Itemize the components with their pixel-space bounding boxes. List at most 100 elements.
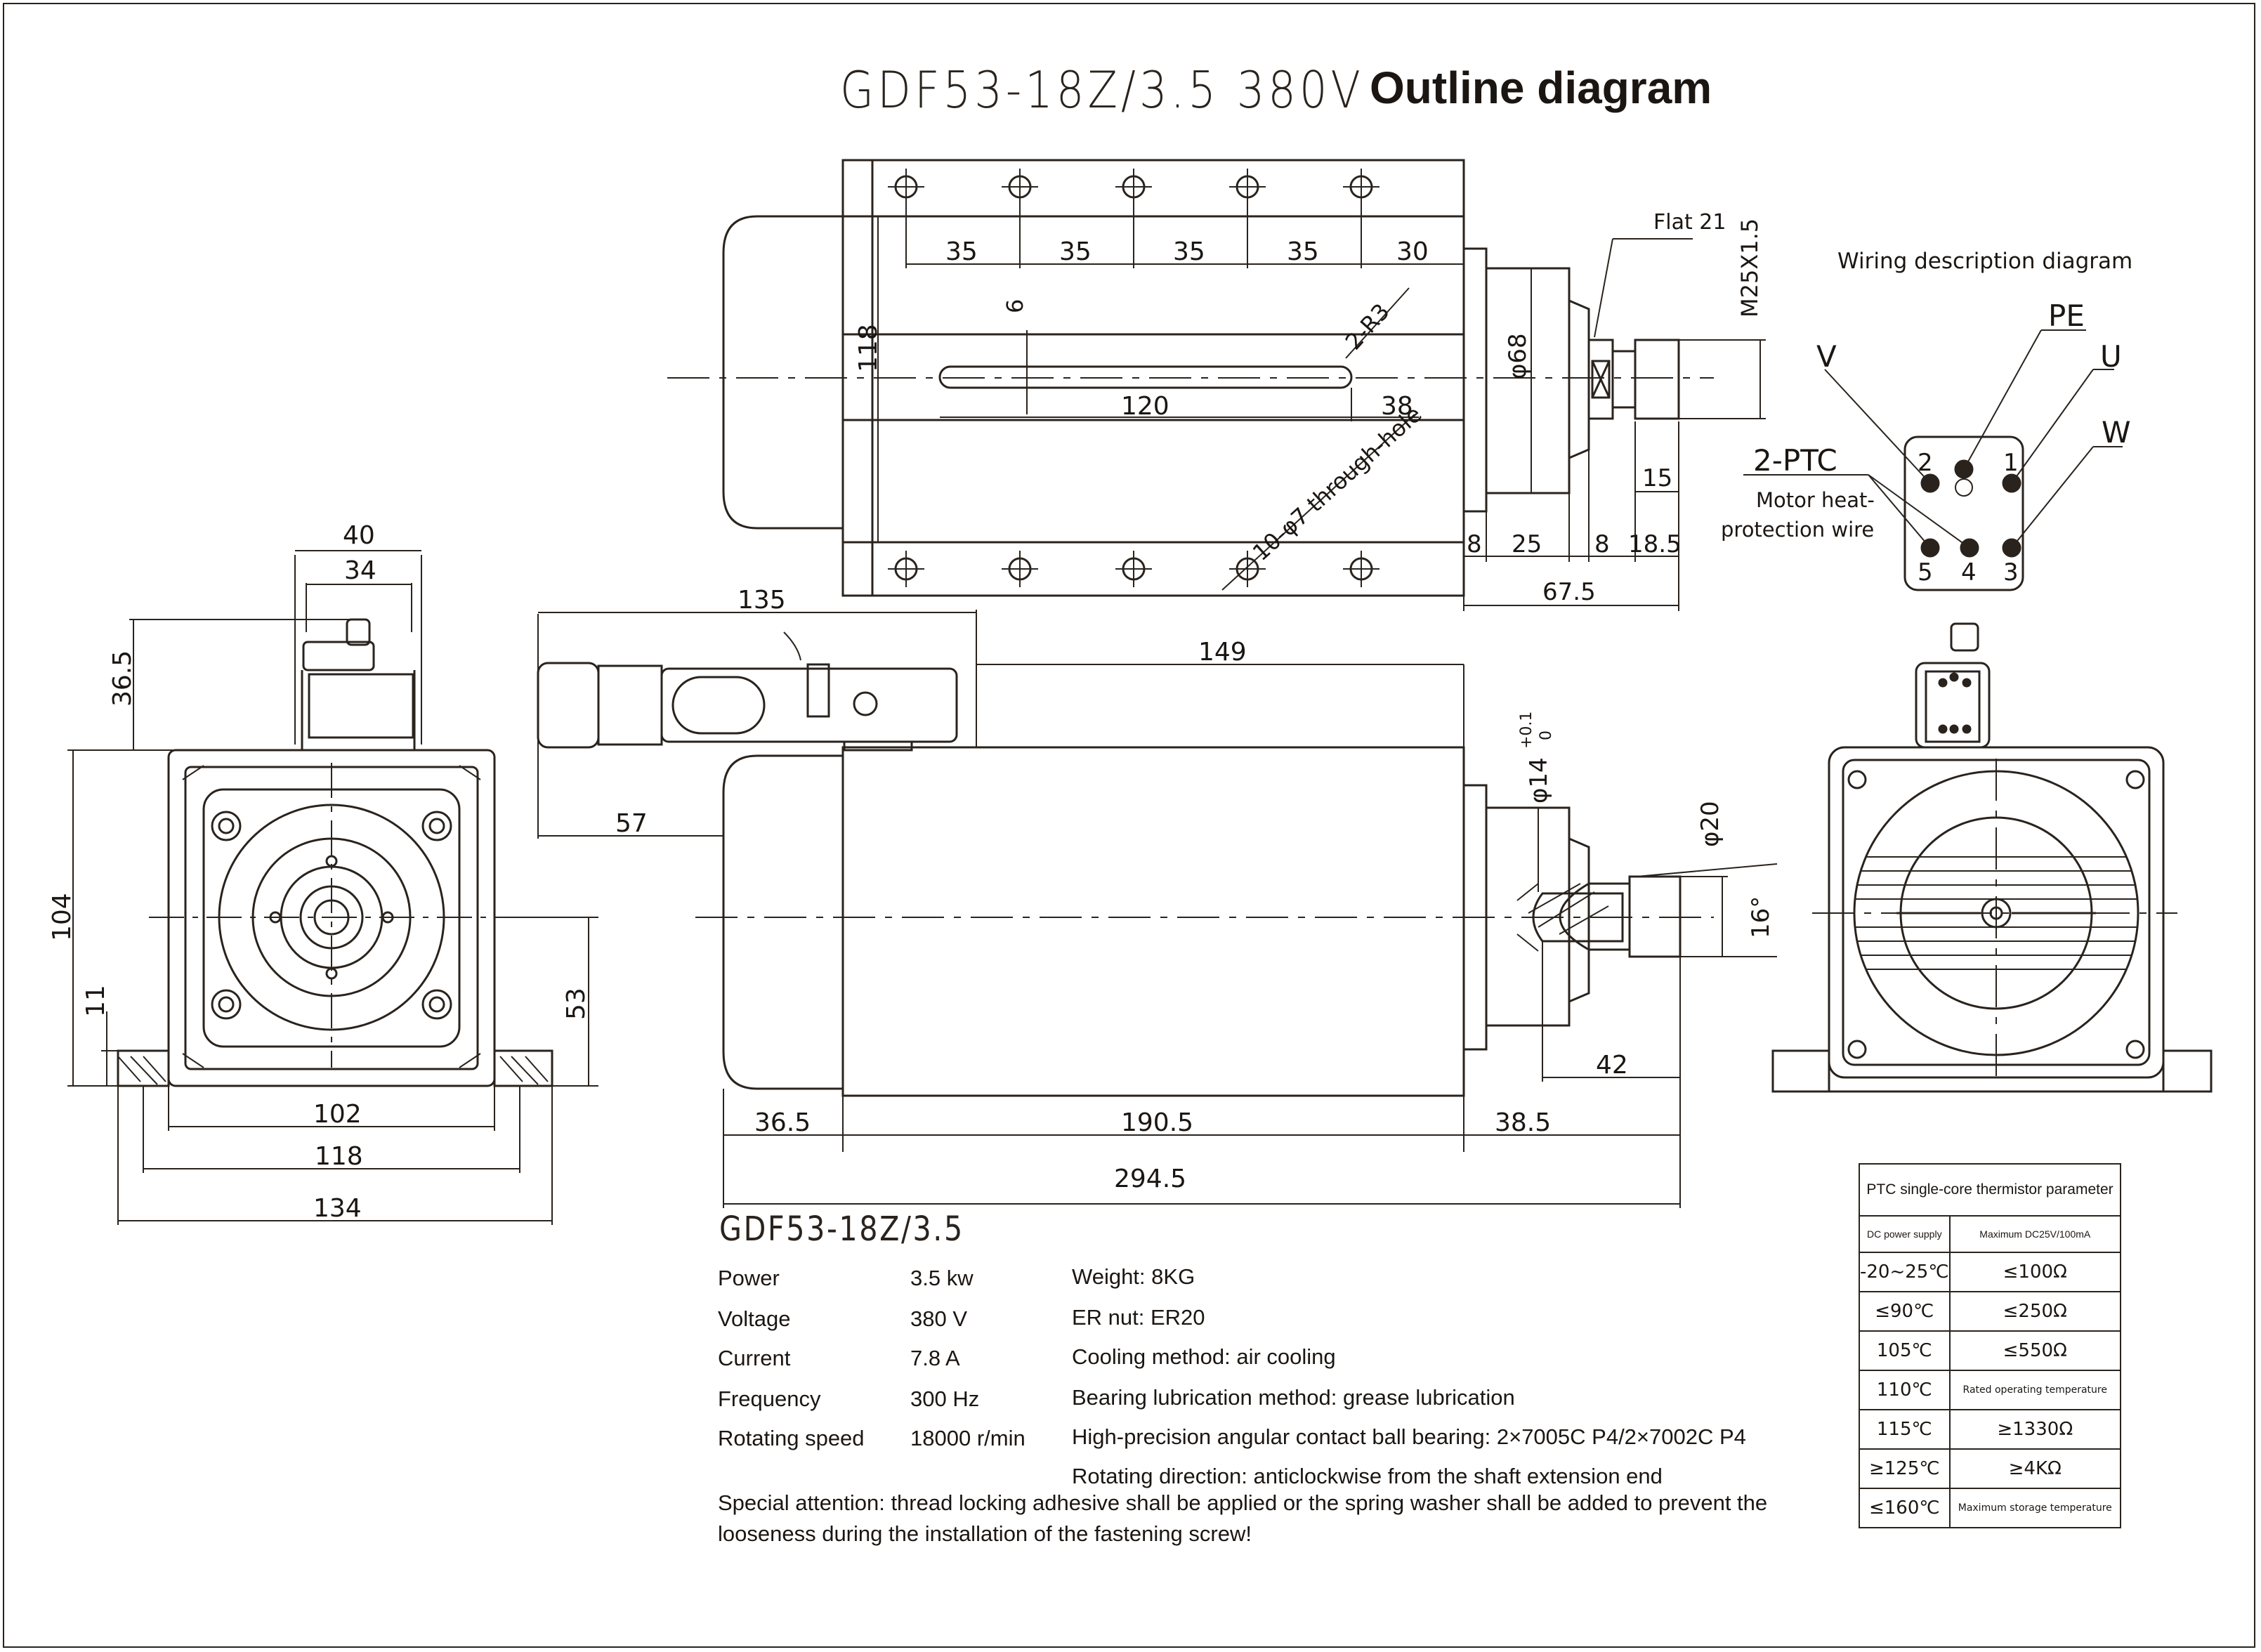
dim-15: 15 xyxy=(1642,464,1672,492)
ptc-temp: ≤90℃ xyxy=(1859,1291,1951,1332)
dim-36-5-front: 36.5 xyxy=(108,650,137,707)
ptc-value: ≥1330Ω xyxy=(1948,1409,2122,1450)
dim-slot-end: 38 xyxy=(1381,392,1413,421)
dim-53: 53 xyxy=(562,988,591,1020)
spec-value-voltage: 380 V xyxy=(910,1306,968,1331)
table-row: ≥125℃≥4KΩ xyxy=(1859,1448,2122,1489)
spec-value-power: 3.5 kw xyxy=(910,1266,974,1290)
spec-bearing: High-precision angular contact ball bear… xyxy=(1072,1424,1746,1449)
dim-18-5: 18.5 xyxy=(1628,530,1682,558)
dim-angle-16: 16° xyxy=(1747,896,1775,938)
ptc-value: Maximum storage temperature xyxy=(1948,1488,2122,1528)
dim-slot-radius: 2-R3 xyxy=(1340,299,1395,355)
dim-190-5: 190.5 xyxy=(1121,1108,1193,1137)
label-v: V xyxy=(1816,339,1837,374)
table-row: -20~25℃≤100Ω xyxy=(1859,1252,2122,1292)
dim-diameter-20: φ20 xyxy=(1696,801,1724,847)
top-view: 35 35 35 35 30 118 6 2-R3 120 38 10-φ7 t… xyxy=(667,159,1766,611)
ptc-value: ≥4KΩ xyxy=(1948,1448,2122,1489)
label-ptc-desc-2: protection wire xyxy=(1721,518,1874,542)
diagram-title: Outline diagram xyxy=(1370,63,1712,113)
special-attention-note: Special attention: thread locking adhesi… xyxy=(718,1490,1768,1546)
dim-104: 104 xyxy=(48,893,77,941)
label-2-ptc: 2-PTC xyxy=(1753,443,1837,478)
table-row: 105℃≤550Ω xyxy=(1859,1330,2122,1371)
label-w: W xyxy=(2102,415,2131,450)
dim-slot-width: 6 xyxy=(1002,299,1028,313)
label-pe: PE xyxy=(2048,299,2085,333)
pin-4: 4 xyxy=(1961,558,1977,586)
dim-118: 118 xyxy=(315,1142,363,1171)
dim-thread: M25X1.5 xyxy=(1736,218,1763,317)
dim-134: 134 xyxy=(313,1194,362,1223)
dim-8a: 8 xyxy=(1467,530,1482,558)
ptc-temp: -20~25℃ xyxy=(1859,1252,1951,1292)
wiring-diagram: Wiring description diagram V PE U W 2-PT… xyxy=(1721,249,2132,591)
label-ptc-desc-1: Motor heat- xyxy=(1756,488,1875,512)
dim-34: 34 xyxy=(344,556,376,585)
dim-pitch-4: 35 xyxy=(1287,237,1319,266)
pin-3: 3 xyxy=(2003,558,2019,586)
dim-11: 11 xyxy=(81,985,110,1017)
label-u: U xyxy=(2100,339,2122,374)
spec-rotation: Rotating direction: anticlockwise from t… xyxy=(1072,1464,1663,1488)
spec-label-frequency: Frequency xyxy=(718,1386,821,1411)
spec-label-speed: Rotating speed xyxy=(718,1426,865,1450)
spec-value-frequency: 300 Hz xyxy=(910,1386,980,1411)
ptc-head-left: DC power supply xyxy=(1859,1215,1951,1253)
dim-149: 149 xyxy=(1198,638,1247,667)
spec-lubrication: Bearing lubrication method: grease lubri… xyxy=(1072,1385,1515,1410)
dim-pitch-5: 30 xyxy=(1396,237,1429,266)
rear-view xyxy=(1771,622,2213,1093)
dim-25: 25 xyxy=(1512,530,1542,558)
ptc-value: Rated operating temperature xyxy=(1948,1370,2122,1410)
model-title: GDF53-18Z/3.5 380V xyxy=(840,60,1365,119)
spec-cooling: Cooling method: air cooling xyxy=(1072,1344,1336,1369)
dim-pitch-1: 35 xyxy=(945,237,978,266)
pin-1: 1 xyxy=(2003,449,2019,477)
ptc-temp: ≤160℃ xyxy=(1859,1488,1951,1528)
front-view: 40 34 36.5 104 11 53 102 118 134 xyxy=(48,521,598,1225)
dim-pitch-2: 35 xyxy=(1059,237,1092,266)
spec-label-voltage: Voltage xyxy=(718,1306,791,1331)
ptc-temp: 105℃ xyxy=(1859,1330,1951,1371)
table-row: 115℃≥1330Ω xyxy=(1859,1409,2122,1450)
spec-value-current: 7.8 A xyxy=(910,1346,960,1370)
dim-flat-21: Flat 21 xyxy=(1653,210,1726,235)
dim-57: 57 xyxy=(615,809,648,838)
spec-value-speed: 18000 r/min xyxy=(910,1426,1025,1450)
ptc-head-right: Maximum DC25V/100mA xyxy=(1948,1215,2122,1253)
ptc-value: ≤550Ω xyxy=(1948,1330,2122,1371)
dim-diameter-14: φ14 xyxy=(1525,757,1553,804)
dim-36-5-side: 36.5 xyxy=(754,1108,811,1137)
ptc-temp: 110℃ xyxy=(1859,1370,1951,1410)
spec-weight: Weight: 8KG xyxy=(1072,1264,1195,1289)
dim-tolerance-lower: 0 xyxy=(1538,730,1555,740)
dim-38-5: 38.5 xyxy=(1495,1108,1551,1137)
dim-tolerance-upper: +0.1 xyxy=(1518,712,1535,749)
spec-er-nut: ER nut: ER20 xyxy=(1072,1305,1205,1330)
dim-slot-length: 120 xyxy=(1121,392,1169,421)
dim-height-118: 118 xyxy=(854,324,883,372)
dim-8b: 8 xyxy=(1594,530,1610,558)
side-view: 135 149 57 φ14 +0.1 0 φ20 16° 42 36.5 19… xyxy=(537,586,1778,1208)
table-row: ≤90℃≤250Ω xyxy=(1859,1291,2122,1332)
dim-67-5: 67.5 xyxy=(1542,578,1596,606)
spec-label-current: Current xyxy=(718,1346,791,1370)
ptc-value: ≤250Ω xyxy=(1948,1291,2122,1332)
ptc-temp: ≥125℃ xyxy=(1859,1448,1951,1489)
dim-40: 40 xyxy=(343,521,375,550)
ptc-value: ≤100Ω xyxy=(1948,1252,2122,1292)
specs-model: GDF53-18Z/3.5 xyxy=(719,1210,964,1249)
dim-294-5: 294.5 xyxy=(1114,1165,1186,1193)
dim-102: 102 xyxy=(313,1100,362,1129)
ptc-parameter-table: PTC single-core thermistor parameter DC … xyxy=(1859,1163,2122,1528)
dim-42: 42 xyxy=(1596,1051,1628,1080)
dim-pitch-3: 35 xyxy=(1173,237,1205,266)
pin-5: 5 xyxy=(1918,558,1933,586)
drawing-frame xyxy=(3,3,2255,1648)
dim-135: 135 xyxy=(738,586,786,615)
